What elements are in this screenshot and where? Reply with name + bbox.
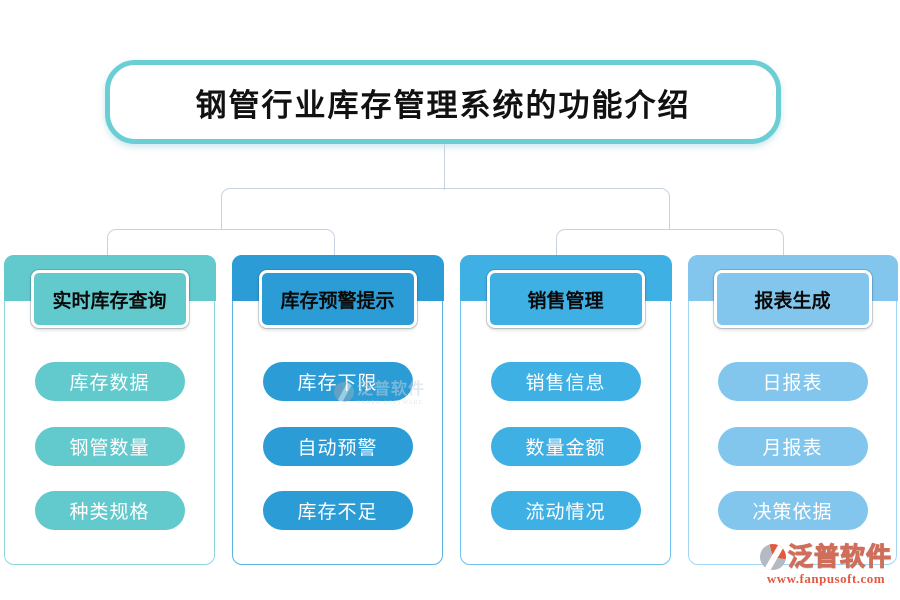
node-monthly-report: 月报表 xyxy=(717,427,868,466)
node-steel-pipe-quantity: 钢管数量 xyxy=(34,427,185,466)
branch-card-realtime-inventory-query: 实时库存查询 库存数据 钢管数量 种类规格 xyxy=(3,254,216,565)
card-header-label: 库存预警提示 xyxy=(258,270,417,328)
connector-bracket-left xyxy=(107,229,335,255)
diagram-title-text: 钢管行业库存管理系统的功能介绍 xyxy=(195,87,691,123)
brand-name-text: 泛普软件 xyxy=(787,543,892,571)
node-quantity-amount: 数量金额 xyxy=(490,427,641,466)
node-inventory-shortage: 库存不足 xyxy=(262,491,413,530)
node-daily-report: 日报表 xyxy=(717,362,868,401)
card-header-label: 报表生成 xyxy=(713,270,872,328)
node-flow-status: 流动情况 xyxy=(490,491,641,530)
card-header-label: 实时库存查询 xyxy=(30,270,189,328)
connector-stem xyxy=(444,144,445,190)
node-auto-warning: 自动预警 xyxy=(262,427,413,466)
card-header-label: 销售管理 xyxy=(486,270,645,328)
branch-card-sales-management: 销售管理 销售信息 数量金额 流动情况 xyxy=(459,254,672,565)
brand-url-text: www.fanpusoft.com xyxy=(766,571,886,586)
branch-card-report-generation: 报表生成 日报表 月报表 决策依据 xyxy=(687,254,898,565)
node-inventory-lower-limit: 库存下限 xyxy=(262,362,413,401)
node-inventory-data: 库存数据 xyxy=(34,362,185,401)
node-type-specification: 种类规格 xyxy=(34,491,185,530)
node-decision-basis: 决策依据 xyxy=(717,491,868,530)
brand-logo: 泛普软件 www.fanpusoft.com xyxy=(759,543,892,586)
node-sales-info: 销售信息 xyxy=(490,362,641,401)
fanpu-logo-icon xyxy=(759,544,786,570)
branch-card-inventory-warning: 库存预警提示 库存下限 自动预警 库存不足 xyxy=(231,254,444,565)
connector-bracket-right xyxy=(556,229,784,255)
connector-bracket-top xyxy=(221,188,670,230)
diagram-title: 钢管行业库存管理系统的功能介绍 xyxy=(105,60,781,144)
